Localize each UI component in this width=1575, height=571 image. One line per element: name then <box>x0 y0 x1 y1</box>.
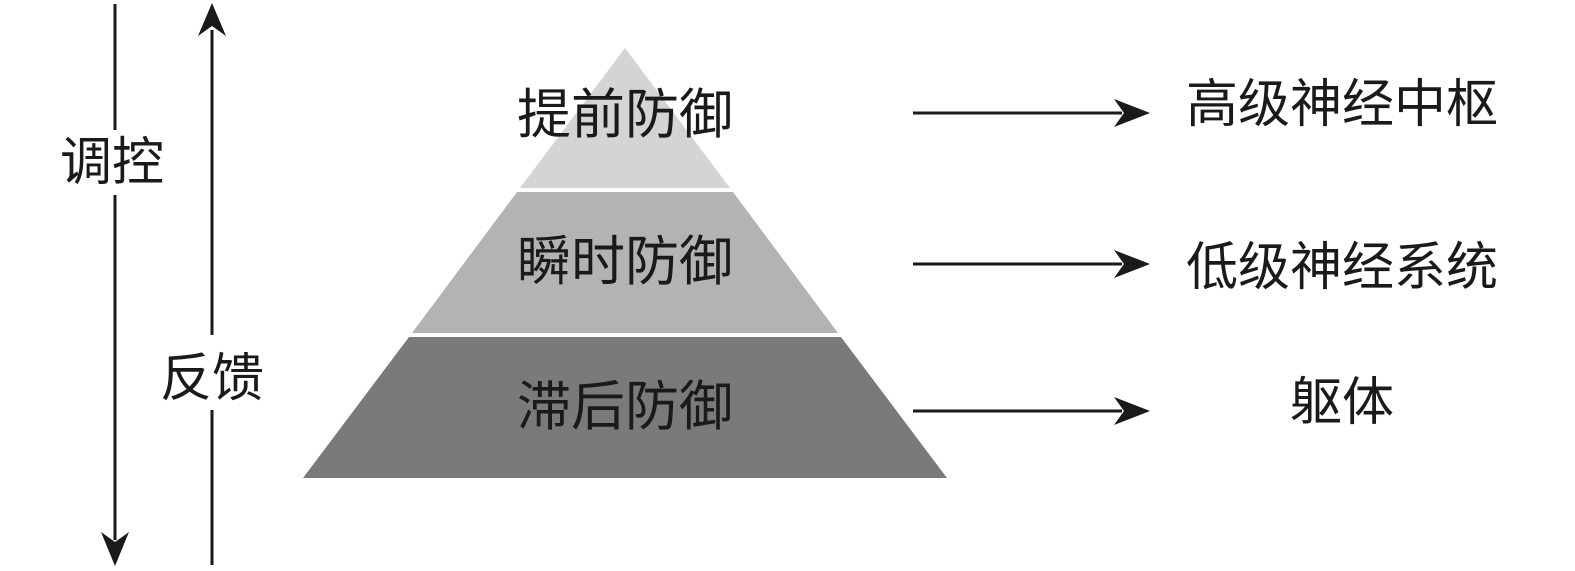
target-label-lower-nervous: 低级神经系统 <box>1186 238 1498 298</box>
pyramid-tier-bottom <box>303 337 947 478</box>
tier-label-advance-defense: 提前防御 <box>517 83 733 146</box>
pyramid-tier-middle <box>412 192 838 333</box>
feedback-label: 反馈 <box>160 349 264 409</box>
tier-label-delayed-defense: 滞后防御 <box>517 375 733 438</box>
target-label-higher-center: 高级神经中枢 <box>1186 75 1498 135</box>
target-label-body: 躯体 <box>1290 373 1394 433</box>
regulate-down-arrowhead <box>101 532 129 566</box>
pyramid-tier-top <box>520 48 730 188</box>
regulate-label: 调控 <box>60 133 164 193</box>
arrowhead-body <box>1114 397 1150 425</box>
tier-label-instant-defense: 瞬时防御 <box>517 230 733 293</box>
arrowhead-lower-nervous <box>1114 250 1150 278</box>
arrowhead-higher-center <box>1114 99 1150 127</box>
feedback-up-arrowhead <box>198 3 226 36</box>
